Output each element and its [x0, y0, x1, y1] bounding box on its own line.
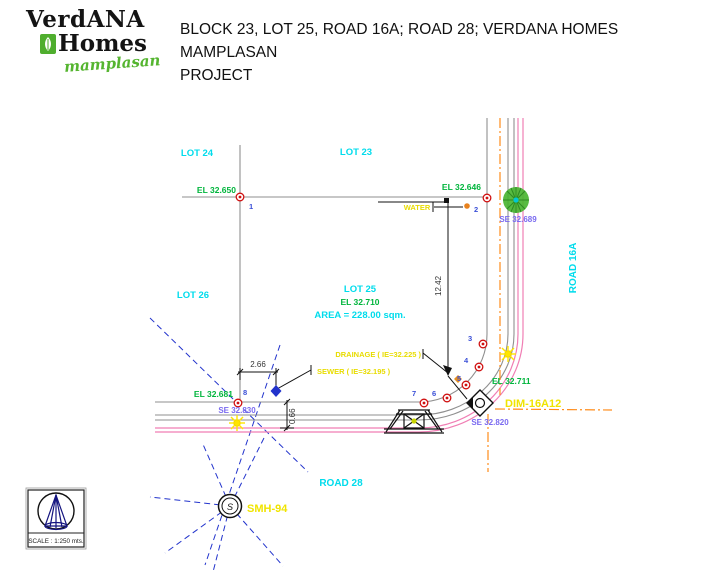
benchmark-label: DIM-16A12 [505, 398, 561, 410]
logo-text-homes: Homes [58, 30, 147, 57]
water-tap-node [444, 198, 449, 203]
corner-number-1: 1 [249, 202, 253, 211]
corner-number-5: 5 [457, 374, 461, 383]
sewer-connection-diamond [270, 385, 282, 397]
corner-marker-dots [236, 195, 489, 405]
logo-text-verdana: VerdANA [26, 6, 145, 33]
dimension-offset-b: 0.66 [288, 408, 297, 424]
corner-number-8: 8 [243, 388, 247, 397]
north-arrow-icon [44, 493, 68, 531]
corner-number-2: 2 [474, 205, 478, 214]
corner-number-6: 6 [432, 389, 436, 398]
flow-arrow [443, 365, 452, 376]
sewer-dashed-lines [149, 317, 309, 573]
water-meter-dot [464, 203, 470, 209]
lot-25-elevation: EL 32.710 [340, 297, 379, 307]
corner-numbers: 1 2 3 4 5 6 7 8 [243, 202, 478, 398]
spot-elevation-sw: SE 32.830 [218, 406, 256, 415]
tree-symbol [503, 187, 529, 213]
elevation-pt5: EL 32.711 [492, 376, 531, 386]
spot-elevation-tree: SE 32.689 [499, 215, 537, 224]
drawing-title: BLOCK 23, LOT 25, ROAD 16A; ROAD 28; VER… [180, 18, 696, 87]
sewer-manhole-symbol: S [217, 493, 243, 519]
elevation-pt8: EL 32.681 [194, 389, 233, 399]
drainage-label: DRAINAGE ( IE=32.225 ) [335, 350, 421, 359]
leaf-icon [40, 34, 56, 54]
corner-number-4: 4 [464, 356, 469, 365]
elevation-pt2: EL 32.646 [442, 182, 481, 192]
lot-24-label: LOT 24 [181, 148, 214, 159]
benchmark-monument-symbol [466, 389, 494, 417]
sewer-label: SEWER ( IE=32.195 ) [317, 367, 391, 376]
streetlight-symbol-sw [229, 415, 245, 431]
road-16a-label: ROAD 16A [568, 243, 579, 294]
lot-25-area: AREA = 228.00 sqm. [314, 310, 405, 321]
north-arrow-scale-box: SCALE : 1:250 mts. [25, 487, 87, 550]
streetlight-symbol-ne [500, 346, 516, 362]
inlet-dot [411, 418, 417, 424]
manhole-letter: S [227, 502, 233, 512]
utility-dimension-lines [236, 201, 468, 432]
drainage-node [454, 375, 462, 383]
title-line-1: BLOCK 23, LOT 25, ROAD 16A; ROAD 28; VER… [180, 21, 619, 61]
title-line-2: PROJECT [180, 67, 253, 84]
lot-23-label: LOT 23 [340, 147, 372, 158]
water-label: WATER [404, 203, 431, 212]
corner-number-3: 3 [468, 334, 472, 343]
road-centerlines [487, 118, 613, 472]
verdana-homes-logo: VerdANA Homes mamplasan [26, 6, 176, 76]
scale-text: SCALE : 1:250 mts. [28, 538, 84, 545]
corner-number-7: 7 [412, 389, 416, 398]
spot-elevation-corner: SE 32.820 [471, 418, 509, 427]
dimension-east: 12.42 [434, 275, 443, 296]
road-28-label: ROAD 28 [319, 478, 363, 489]
dimension-offset-a: 2.66 [250, 360, 266, 369]
lot-25-label: LOT 25 [344, 284, 377, 295]
lot-26-label: LOT 26 [177, 290, 209, 301]
smh-94-label: SMH-94 [247, 503, 288, 515]
elevation-pt1: EL 32.650 [197, 185, 236, 195]
